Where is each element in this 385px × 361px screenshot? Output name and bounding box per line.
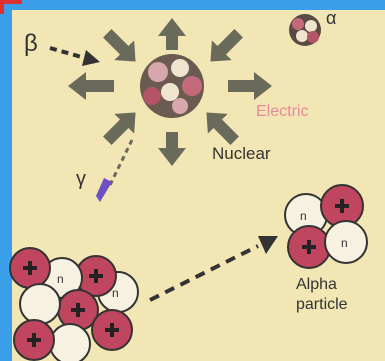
parent-nucleus-cluster: n n [9, 247, 139, 361]
gamma-mark [96, 178, 112, 202]
gamma-arrow [96, 139, 134, 202]
electric-repulsion-arrows [68, 18, 272, 166]
electric-label: Electric [256, 103, 309, 120]
alpha-source-nucleus [289, 14, 321, 46]
beta-label: β [24, 30, 38, 57]
arrow-lower-left [103, 112, 136, 145]
svg-text:n: n [112, 286, 119, 300]
beta-arrow [49, 46, 100, 66]
central-nucleus [140, 54, 204, 118]
alpha-particle-label-line1: Alpha [296, 276, 337, 293]
svg-text:n: n [341, 236, 348, 250]
right-arrow [228, 72, 272, 100]
nuclear-label: Nuclear [212, 144, 271, 163]
gamma-label: γ [76, 168, 86, 190]
svg-text:n: n [300, 209, 307, 223]
svg-text:n: n [57, 272, 64, 286]
alpha-particle-label-line2: particle [296, 296, 348, 313]
arrow-upper-right [210, 29, 243, 62]
corner-red-mark [0, 0, 22, 14]
down-arrow [158, 132, 186, 166]
emission-arrow [149, 236, 278, 302]
arrow-upper-left [103, 29, 136, 62]
nuclear-attraction-arrows [103, 29, 243, 145]
left-arrow [68, 72, 114, 100]
up-arrow [158, 18, 186, 50]
alpha-label: α [326, 8, 337, 28]
arrow-lower-right [206, 112, 239, 145]
alpha-particle: n n [284, 184, 368, 269]
